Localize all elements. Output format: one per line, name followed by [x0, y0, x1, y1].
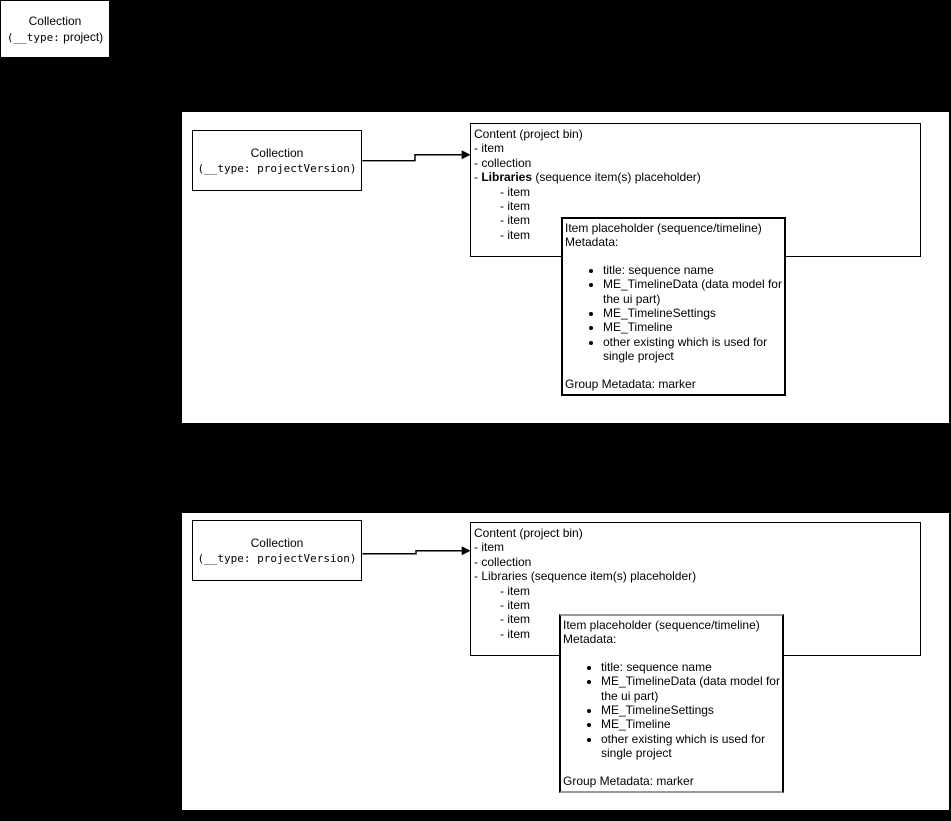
metadata-bullet: ME_TimelineData (data model for the ui p… — [603, 277, 784, 306]
collection-project-title: Collection — [28, 13, 82, 28]
collection-version-box: Collection (__type: projectVersion) — [192, 520, 362, 581]
library-sub-item: - item — [500, 213, 530, 228]
group-metadata-footer: Group Metadata: marker — [563, 773, 694, 788]
library-sub-item: - item — [500, 227, 530, 242]
content-libraries-line: - Libraries (sequence item(s) placeholde… — [474, 569, 920, 583]
library-sub-item: - item — [500, 184, 530, 199]
project-version-panel-2: Collection (__type: projectVersion) Cont… — [181, 512, 950, 811]
content-title: Content (project bin) — [474, 526, 583, 540]
item-placeholder-metadata-box: Item placeholder (sequence/timeline) Met… — [561, 217, 786, 396]
metadata-subtitle: Metadata: — [565, 235, 619, 250]
metadata-bullet-list: title: sequence name ME_TimelineData (da… — [563, 660, 782, 761]
library-sub-item: - item — [500, 598, 530, 613]
metadata-bullet: other existing which is used for single … — [603, 335, 784, 364]
metadata-title: Item placeholder (sequence/timeline) — [565, 221, 762, 235]
content-item: - item — [474, 540, 504, 555]
metadata-bullet: other existing which is used for single … — [601, 732, 782, 761]
dash: - — [474, 569, 482, 584]
project-version-panel-1: Collection (__type: projectVersion) Cont… — [181, 111, 950, 424]
collection-version-type: (__type: projectVersion) — [197, 551, 357, 565]
libraries-label: Libraries — [481, 569, 528, 584]
collection-version-box: Collection (__type: projectVersion) — [192, 130, 362, 191]
content-item: - collection — [474, 155, 532, 170]
metadata-title: Item placeholder (sequence/timeline) — [563, 618, 760, 632]
libraries-label: Libraries — [481, 170, 533, 185]
collection-version-type: (__type: projectVersion) — [197, 161, 357, 175]
metadata-bullet: ME_Timeline — [601, 717, 782, 731]
content-item: - item — [474, 141, 504, 156]
library-sub-item: - item — [500, 583, 530, 598]
dash: - — [474, 170, 482, 185]
metadata-bullet: title: sequence name — [603, 263, 784, 277]
library-sub-item: - item — [500, 612, 530, 627]
item-placeholder-metadata-box: Item placeholder (sequence/timeline) Met… — [559, 614, 784, 793]
collection-project-type: (__type: project) — [7, 29, 103, 46]
metadata-bullet: ME_TimelineData (data model for the ui p… — [601, 674, 782, 703]
library-sub-item: - item — [500, 199, 530, 214]
metadata-bullet: ME_TimelineSettings — [601, 703, 782, 717]
metadata-bullet-list: title: sequence name ME_TimelineData (da… — [565, 263, 784, 364]
library-sub-item: - item — [500, 626, 530, 641]
libraries-note: (sequence item(s) placeholder) — [527, 569, 697, 584]
type-label-value: project) — [59, 29, 104, 44]
metadata-subtitle: Metadata: — [563, 632, 617, 647]
group-metadata-footer: Group Metadata: marker — [565, 376, 696, 391]
content-libraries-line: - Libraries (sequence item(s) placeholde… — [474, 170, 920, 184]
metadata-bullet: ME_TimelineSettings — [603, 306, 784, 320]
content-item: - collection — [474, 554, 532, 569]
metadata-bullet: title: sequence name — [601, 660, 782, 674]
project-bin-box: Content (project bin) - item - collectio… — [470, 123, 921, 257]
type-label-mono: (__type: — [6, 30, 60, 44]
metadata-bullet: ME_Timeline — [603, 320, 784, 334]
collection-project-box: Collection (__type: project) — [0, 0, 110, 58]
content-title: Content (project bin) — [474, 127, 583, 141]
collection-version-title: Collection — [250, 145, 304, 160]
collection-version-title: Collection — [250, 535, 304, 550]
libraries-note: (sequence item(s) placeholder) — [532, 170, 701, 185]
